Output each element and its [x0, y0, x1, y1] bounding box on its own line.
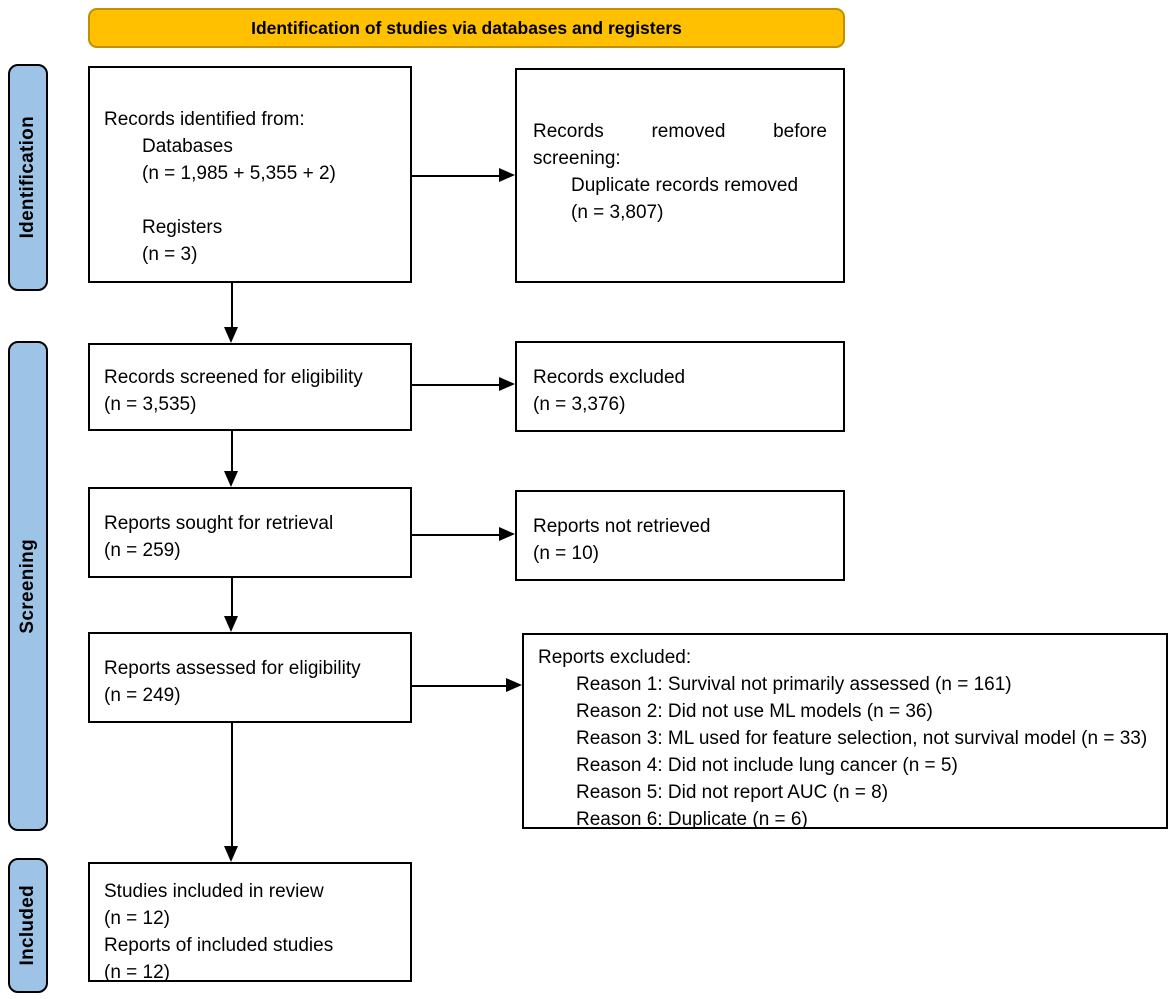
box-studies-included: Studies included in review (n = 12) Repo… [88, 862, 412, 982]
exclusion-reason: Reason 6: Duplicate (n = 6) [576, 809, 808, 829]
box-count: (n = 259) [104, 540, 181, 561]
item-count: (n = 1,985 + 5,355 + 2) [142, 163, 336, 184]
box-count: (n = 3,376) [533, 394, 626, 415]
box-line: Records excluded [533, 367, 686, 388]
arrow-identified-to-screened [231, 283, 233, 328]
box-records-screened: Records screened for eligibility (n = 3,… [88, 343, 412, 431]
spacer [104, 187, 400, 214]
item-label: Registers [142, 217, 223, 238]
arrow-sought-to-assessed [231, 578, 233, 617]
box-line: Reports sought for retrieval [104, 513, 334, 534]
item-label: Duplicate records removed [571, 175, 799, 196]
item-count: (n = 3,807) [571, 202, 664, 223]
box-line: Reports not retrieved [533, 516, 711, 537]
arrow-sought-to-notretrieved [412, 534, 500, 536]
box-title: Reports excluded: [538, 647, 692, 668]
arrowhead-right-icon [499, 168, 515, 182]
box-count: (n = 12) [104, 908, 171, 929]
box-reports-not-retrieved: Reports not retrieved (n = 10) [515, 490, 845, 581]
arrowhead-down-icon [224, 471, 238, 487]
arrowhead-right-icon [499, 527, 515, 541]
item-label: Databases [142, 136, 233, 157]
arrow-identified-to-removed [412, 175, 500, 177]
stage-label-text: Included [17, 885, 38, 966]
exclusion-reason: Reason 4: Did not include lung cancer (n… [576, 755, 958, 776]
box-count: (n = 3,535) [104, 394, 197, 415]
box-reports-excluded: Reports excluded: Reason 1: Survival not… [522, 633, 1168, 829]
arrowhead-right-icon [506, 678, 522, 692]
arrow-assessed-to-reports-excluded [412, 685, 507, 687]
box-reports-sought: Reports sought for retrieval (n = 259) [88, 487, 412, 578]
stage-label-included: Included [8, 858, 48, 993]
diagram-title-banner: Identification of studies via databases … [88, 8, 845, 48]
exclusion-reason: Reason 2: Did not use ML models (n = 36) [576, 701, 933, 722]
arrow-assessed-to-included [231, 723, 233, 847]
box-title: Records identified from: [104, 109, 305, 130]
exclusion-reason: Reason 3: ML used for feature selection,… [576, 728, 1148, 749]
stage-label-text: Screening [17, 538, 38, 634]
box-records-removed: Records removed before screening: Duplic… [515, 68, 845, 283]
arrowhead-down-icon [224, 327, 238, 343]
box-count: (n = 10) [533, 543, 600, 564]
stage-label-identification: Identification [8, 64, 48, 291]
box-records-excluded: Records excluded (n = 3,376) [515, 341, 845, 432]
diagram-title: Identification of studies via databases … [251, 17, 682, 38]
arrow-screened-to-excluded [412, 384, 500, 386]
box-records-identified: Records identified from: Databases (n = … [88, 66, 412, 283]
arrowhead-down-icon [224, 616, 238, 632]
box-line: Records screened for eligibility [104, 367, 363, 388]
arrow-screened-to-sought [231, 431, 233, 472]
item-count: (n = 3) [142, 244, 198, 265]
stage-label-screening: Screening [8, 341, 48, 831]
arrowhead-down-icon [224, 846, 238, 862]
box-line: Studies included in review [104, 881, 324, 902]
box-count: (n = 249) [104, 685, 181, 706]
box-count: (n = 12) [104, 962, 171, 982]
exclusion-reason: Reason 1: Survival not primarily assesse… [576, 674, 1012, 695]
box-reports-assessed: Reports assessed for eligibility (n = 24… [88, 632, 412, 723]
arrowhead-right-icon [499, 377, 515, 391]
box-line: Reports assessed for eligibility [104, 658, 361, 679]
exclusion-reason: Reason 5: Did not report AUC (n = 8) [576, 782, 889, 803]
stage-label-text: Identification [17, 116, 38, 239]
box-title: Records removed before screening: [533, 121, 827, 169]
box-line: Reports of included studies [104, 935, 334, 956]
